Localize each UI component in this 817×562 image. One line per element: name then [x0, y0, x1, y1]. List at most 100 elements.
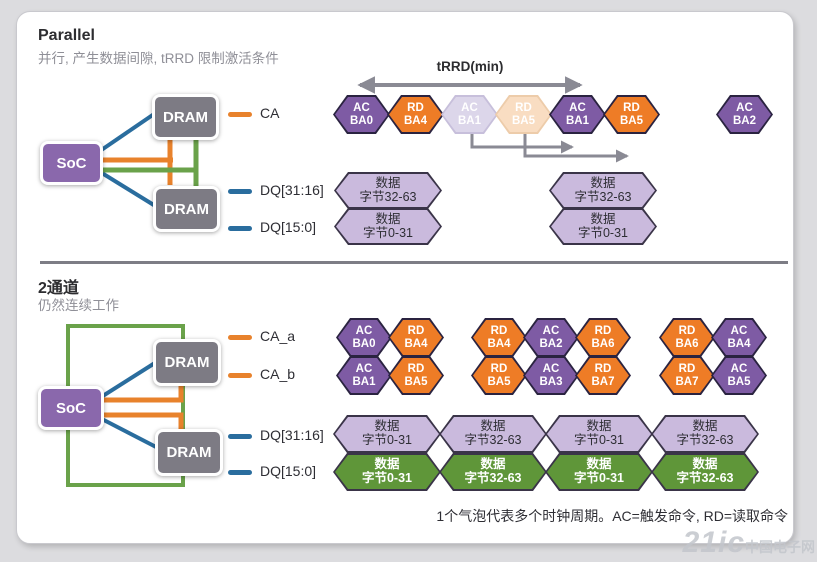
hexagon-bubble: AC BA0 — [336, 318, 392, 357]
hexagon-label: 数据 字节0-31 — [361, 457, 413, 485]
hexagon-label: 数据 字节32-63 — [574, 175, 632, 204]
hexagon-fill: 数据 字节32-63 — [441, 455, 545, 489]
hexagon-label: AC BA0 — [349, 101, 373, 127]
hexagon-bubble: AC BA4 — [711, 318, 767, 357]
hexagon-label: 数据 字节32-63 — [676, 419, 734, 447]
hexagon-bubble: AC BA5 — [711, 356, 767, 395]
p2-dq-wire-bottom — [97, 415, 159, 450]
hexagon-fill: AC BA2 — [525, 320, 577, 355]
hexagon-bubble: AC BA1 — [549, 95, 606, 134]
p1-dq-wire-top — [95, 110, 159, 155]
hexagon-label: AC BA5 — [727, 362, 751, 388]
p2-dram-top-label: DRAM — [164, 354, 210, 371]
hexagon-bubble: 数据 字节0-31 — [549, 208, 657, 245]
p1-dq-wire-bottom — [95, 168, 159, 209]
p2-dqhi-swatch — [228, 434, 252, 439]
p2-soc-box: SoC — [38, 386, 104, 430]
hexagon-fill: 数据 字节32-63 — [441, 417, 545, 451]
hexagon-label: AC BA4 — [727, 324, 751, 350]
hexagon-label: RD BA7 — [675, 362, 699, 388]
hexagon-fill: AC BA5 — [713, 358, 765, 393]
hexagon-fill: 数据 字节32-63 — [336, 174, 440, 207]
p2-dram-bottom-box: DRAM — [155, 429, 223, 476]
hexagon-bubble: RD BA7 — [659, 356, 715, 395]
p2-cab-swatch — [228, 373, 252, 378]
hexagon-label: 数据 字节0-31 — [573, 419, 625, 447]
parallel-title: Parallel — [38, 27, 95, 44]
p1-soc-label: SoC — [56, 154, 87, 172]
hexagon-label: 数据 字节32-63 — [359, 175, 417, 204]
p2-ca-a-group-1: AC BA0 RD BA4 — [336, 318, 440, 357]
p1-soc-box: SoC — [40, 141, 103, 185]
hexagon-fill: AC BA0 — [335, 97, 388, 132]
hexagon-fill: RD BA4 — [390, 320, 442, 355]
p1-dqhi-legend: DQ[31:16] — [260, 182, 324, 198]
p2-ca-b-group-3: RD BA7 AC BA5 — [659, 356, 763, 395]
hexagon-bubble: RD BA5 — [471, 356, 527, 395]
hexagon-label: AC BA2 — [732, 101, 756, 127]
hexagon-bubble: 数据 字节32-63 — [549, 172, 657, 209]
p2-dq-lo-row: 数据 字节0-31 数据 字节32-63 数据 字节0-31 数据 字节32-6… — [333, 453, 757, 491]
hexagon-fill: RD BA6 — [661, 320, 713, 355]
hexagon-fill: RD BA5 — [390, 358, 442, 393]
p2-ca-b-group-2: RD BA5 AC BA3 RD BA7 — [471, 356, 627, 395]
hexagon-fill: AC BA1 — [338, 358, 390, 393]
hexagon-bubble: 数据 字节0-31 — [333, 453, 441, 491]
hexagon-fill: AC BA0 — [338, 320, 390, 355]
section-divider — [40, 261, 788, 264]
p2-ca-a-group-2: RD BA4 AC BA2 RD BA6 — [471, 318, 627, 357]
hexagon-bubble: 数据 字节32-63 — [439, 453, 547, 491]
hexagon-fill: 数据 字节32-63 — [653, 455, 757, 489]
footnote: 1个气泡代表多个时钟周期。AC=触发命令, RD=读取命令 — [436, 508, 788, 524]
hexagon-label: AC BA1 — [352, 362, 376, 388]
parallel-subtitle: 并行, 产生数据间隙, tRRD 限制激活条件 — [38, 51, 279, 66]
hexagon-bubble: RD BA5 — [603, 95, 660, 134]
hexagon-fill: RD BA6 — [577, 320, 629, 355]
hexagon-label: AC BA2 — [539, 324, 563, 350]
hexagon-label: RD BA6 — [675, 324, 699, 350]
p2-soc-label: SoC — [56, 399, 86, 417]
p1-dram-top-label: DRAM — [163, 108, 208, 126]
hexagon-bubble: RD BA5 — [388, 356, 444, 395]
p2-ca-b-group-1: AC BA1 RD BA5 — [336, 356, 440, 395]
p2-dqlo-legend: DQ[15:0] — [260, 463, 317, 479]
hexagon-fill: AC BA1 — [443, 97, 496, 132]
hexagon-label: RD BA5 — [619, 101, 643, 127]
p1-dqlo-legend: DQ[15:0] — [260, 219, 317, 235]
hexagon-fill: RD BA5 — [605, 97, 658, 132]
p1-command-row-late: AC BA2 — [716, 95, 770, 134]
p1-ca-swatch — [228, 112, 252, 117]
hexagon-bubble: AC BA1 — [336, 356, 392, 395]
dual-title: 2通道 — [38, 280, 79, 297]
hexagon-bubble: 数据 字节0-31 — [333, 415, 441, 453]
hexagon-fill: 数据 字节0-31 — [547, 417, 651, 451]
hexagon-label: RD BA5 — [404, 362, 428, 388]
hexagon-bubble: 数据 字节32-63 — [334, 172, 442, 209]
hexagon-bubble: AC BA3 — [523, 356, 579, 395]
hexagon-fill: RD BA5 — [473, 358, 525, 393]
p2-dqhi-legend: DQ[31:16] — [260, 427, 324, 443]
hexagon-fill: RD BA5 — [497, 97, 550, 132]
hexagon-fill: RD BA4 — [389, 97, 442, 132]
hexagon-fill: RD BA7 — [577, 358, 629, 393]
p2-caa-swatch — [228, 335, 252, 340]
defer-arrow-ac — [470, 134, 574, 154]
hexagon-fill: 数据 字节0-31 — [336, 210, 440, 243]
hexagon-bubble: AC BA0 — [333, 95, 390, 134]
hexagon-bubble: 数据 字节32-63 — [651, 415, 759, 453]
dual-subtitle: 仍然连续工作 — [38, 298, 119, 313]
p1-dram-bottom-label: DRAM — [164, 200, 209, 218]
hexagon-bubble: RD BA4 — [471, 318, 527, 357]
p2-dram-top-box: DRAM — [153, 339, 221, 386]
watermark: 21ic中国电子网 — [683, 526, 815, 560]
hexagon-label: AC BA0 — [352, 324, 376, 350]
hexagon-fill: 数据 字节0-31 — [335, 417, 439, 451]
p1-ca-legend: CA — [260, 105, 280, 121]
hexagon-label: 数据 字节32-63 — [464, 419, 522, 447]
p1-dram-bottom-box: DRAM — [153, 186, 220, 232]
hexagon-fill: 数据 字节0-31 — [547, 455, 651, 489]
hexagon-bubble: AC BA2 — [523, 318, 579, 357]
hexagon-label: AC BA1 — [565, 101, 589, 127]
hexagon-label: RD BA5 — [487, 362, 511, 388]
